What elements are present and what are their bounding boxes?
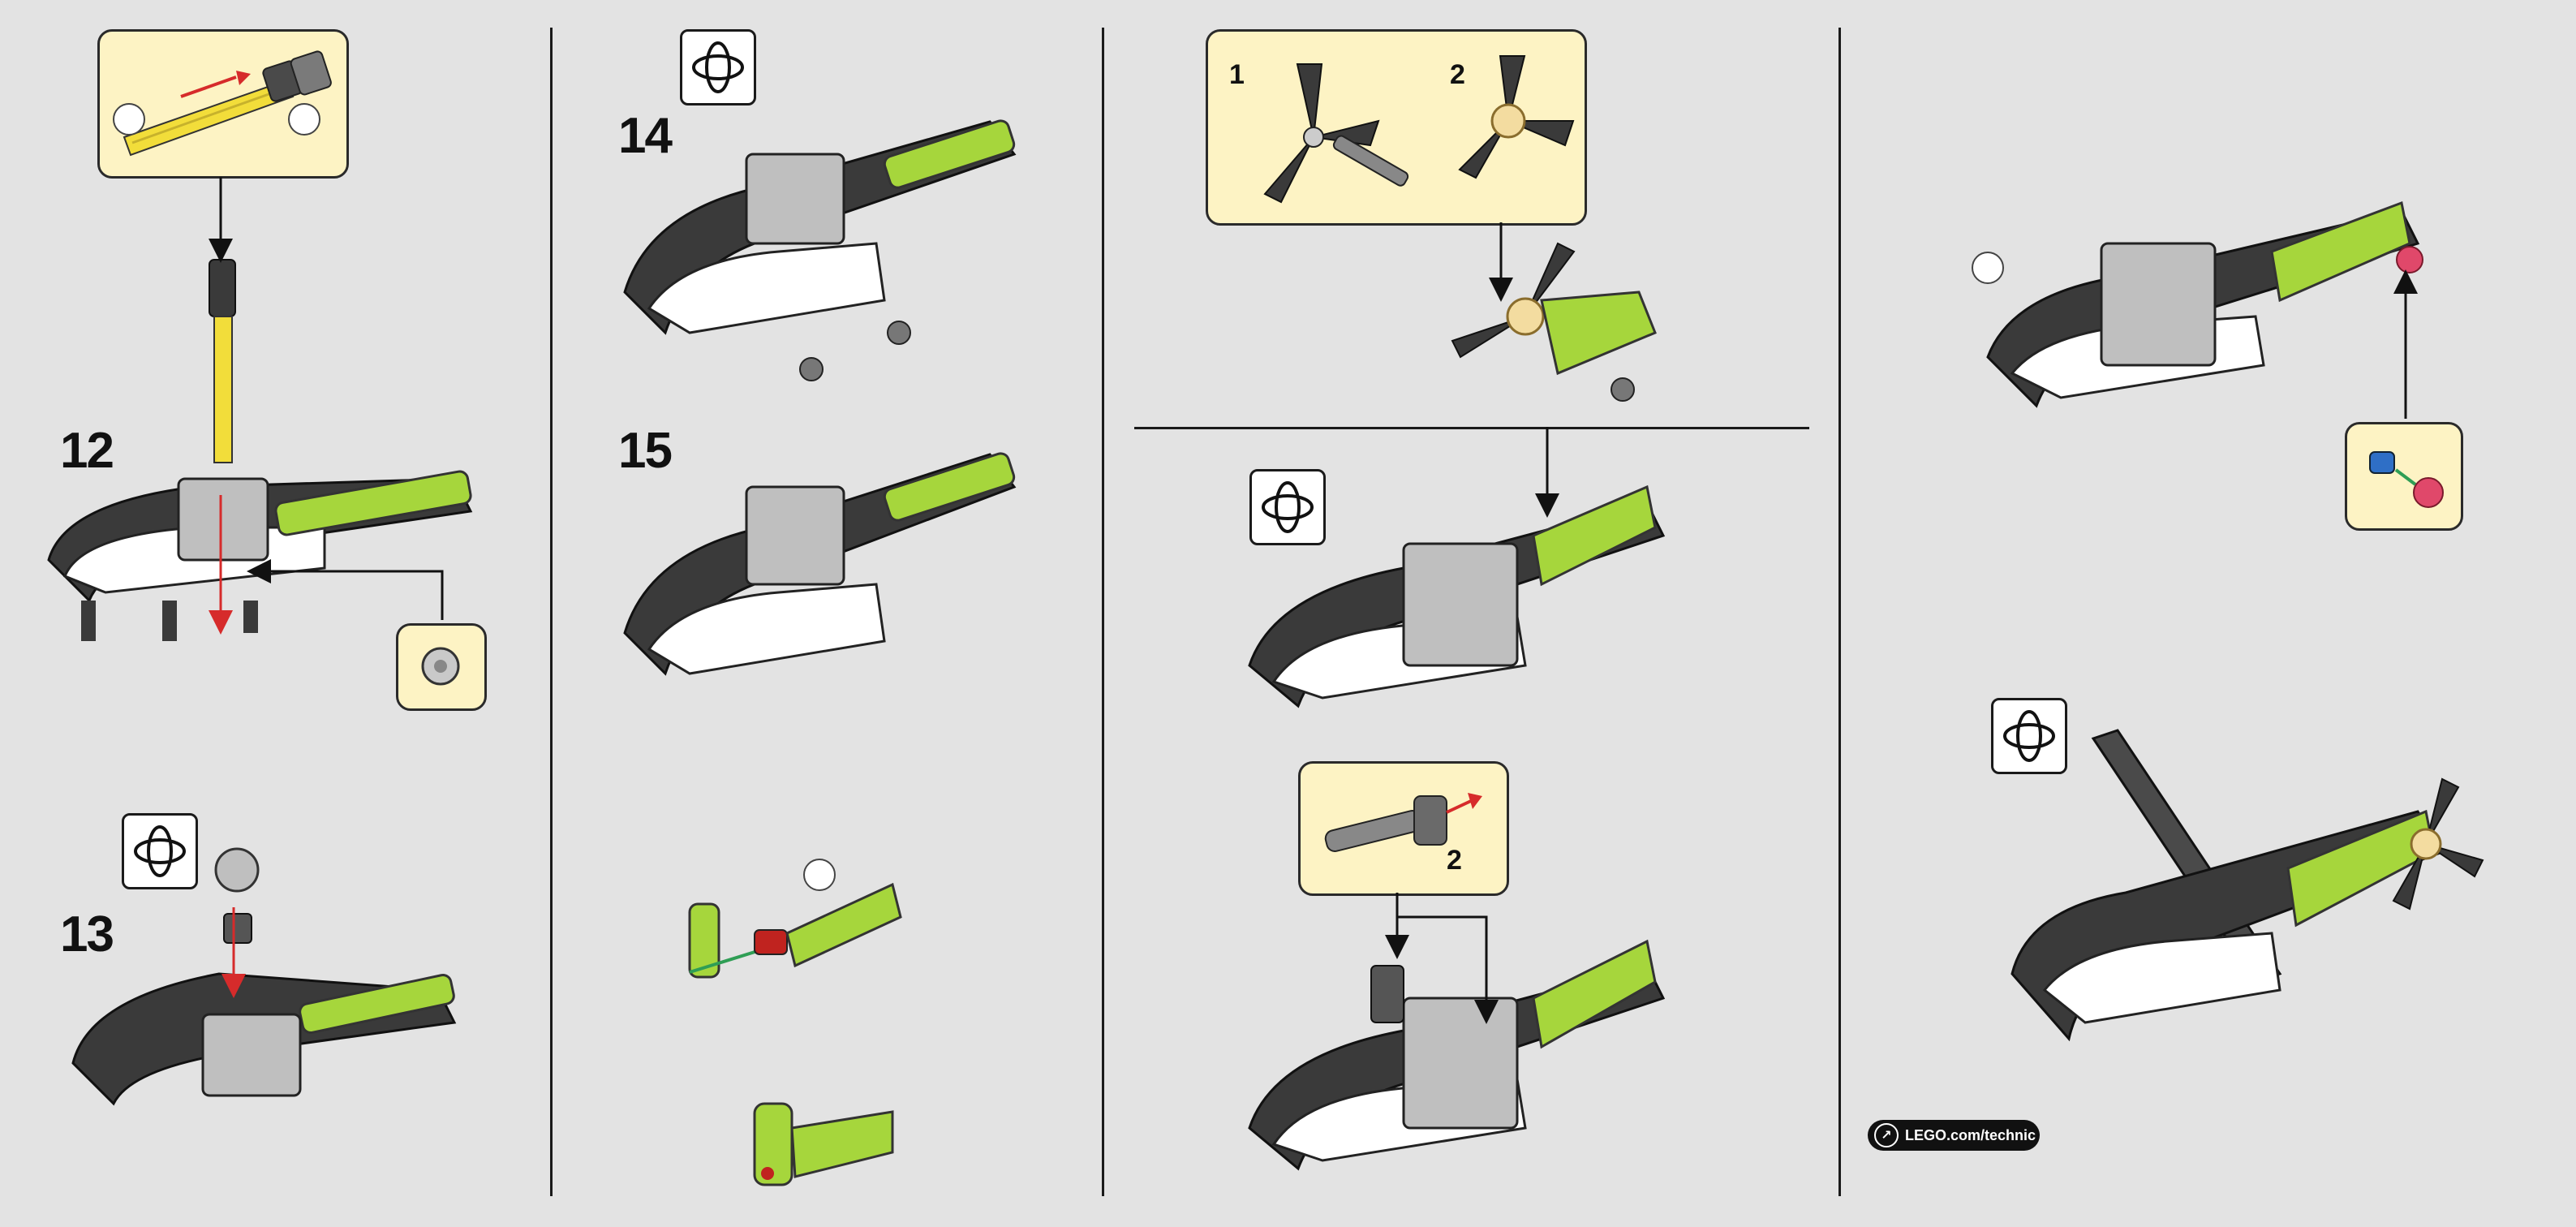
step12-yellow-axle <box>198 260 247 471</box>
step14-model <box>617 97 1022 390</box>
step12-model <box>32 454 487 649</box>
propeller-on-tail <box>1444 235 1688 414</box>
column-divider-1 <box>550 28 553 1196</box>
callout-propeller-assembly: 1 2 <box>1206 29 1587 226</box>
step13-model <box>57 852 479 1112</box>
column-divider-3 <box>1838 28 1841 1196</box>
rotate-icon-step14 <box>680 29 756 105</box>
lego-link-text: LEGO.com/technic <box>1905 1127 2036 1144</box>
callout-axle-subassembly: 2 <box>1298 761 1509 896</box>
lego-technic-link[interactable]: ↗ LEGO.com/technic <box>1868 1120 2040 1151</box>
propeller-parts <box>1208 32 1585 223</box>
small-gear-part <box>398 626 484 708</box>
callout-axle-assembly <box>97 29 349 179</box>
lime-subassembly-1 <box>673 868 917 998</box>
final-helicopter-model <box>1996 714 2499 1120</box>
col4-model-top <box>1980 195 2466 438</box>
step15-model <box>617 438 1022 698</box>
arrow-ne-icon: ↗ <box>1874 1123 1899 1147</box>
column-divider-2 <box>1102 28 1104 1196</box>
col3-model-mid <box>1241 471 1696 730</box>
callout-marker-left <box>113 103 145 136</box>
lime-subassembly-2 <box>746 1079 909 1193</box>
col3-model-bottom <box>1241 933 1696 1193</box>
pin-and-bush-part <box>2347 424 2461 528</box>
callout-pin-part <box>2345 422 2463 531</box>
row-divider-col3 <box>1134 427 1809 429</box>
callout-gear-part <box>396 623 487 711</box>
callout-marker-right <box>288 103 320 136</box>
axle-connector-part <box>1301 764 1507 893</box>
